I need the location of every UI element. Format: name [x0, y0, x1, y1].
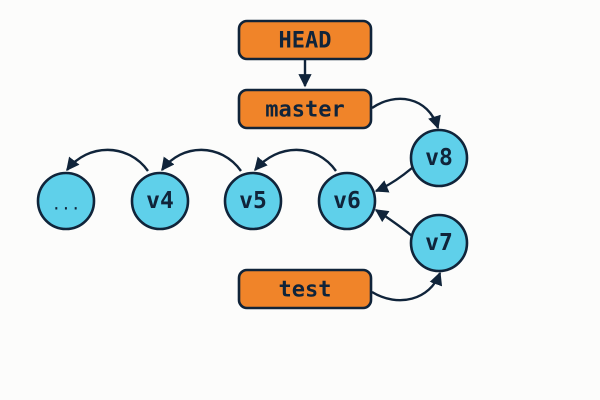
edge-v8-to-v6 — [374, 167, 413, 193]
commit-v6-label: v6 — [333, 188, 361, 214]
commit-v7-label: v7 — [425, 230, 453, 256]
ref-master-label: master — [265, 98, 344, 123]
commit-v8: v8 — [409, 128, 469, 188]
commit-ellipsis: ... — [36, 171, 96, 231]
edge-v7-to-v6 — [374, 209, 413, 237]
ref-head-label: HEAD — [279, 29, 332, 54]
commit-v4: v4 — [130, 171, 190, 231]
edge-test-to-v7 — [371, 271, 443, 302]
commit-v4-label: v4 — [146, 188, 174, 214]
edge-v5-to-v4 — [161, 148, 242, 172]
edge-v6-to-v5 — [254, 148, 337, 172]
commit-v5: v5 — [223, 171, 283, 231]
ref-test: test — [237, 268, 373, 310]
edges — [66, 60, 443, 302]
commit-v8-label: v8 — [425, 145, 453, 171]
ref-master: master — [237, 88, 373, 130]
edge-v4-to-ellipsis — [66, 148, 149, 172]
edge-master-to-v8 — [371, 97, 441, 130]
commit-ellipsis-label: ... — [52, 195, 81, 214]
commit-v5-label: v5 — [239, 188, 267, 214]
commit-v7: v7 — [409, 213, 469, 273]
commit-v6: v6 — [317, 171, 377, 231]
ref-test-label: test — [279, 278, 332, 303]
ref-head: HEAD — [237, 19, 373, 61]
